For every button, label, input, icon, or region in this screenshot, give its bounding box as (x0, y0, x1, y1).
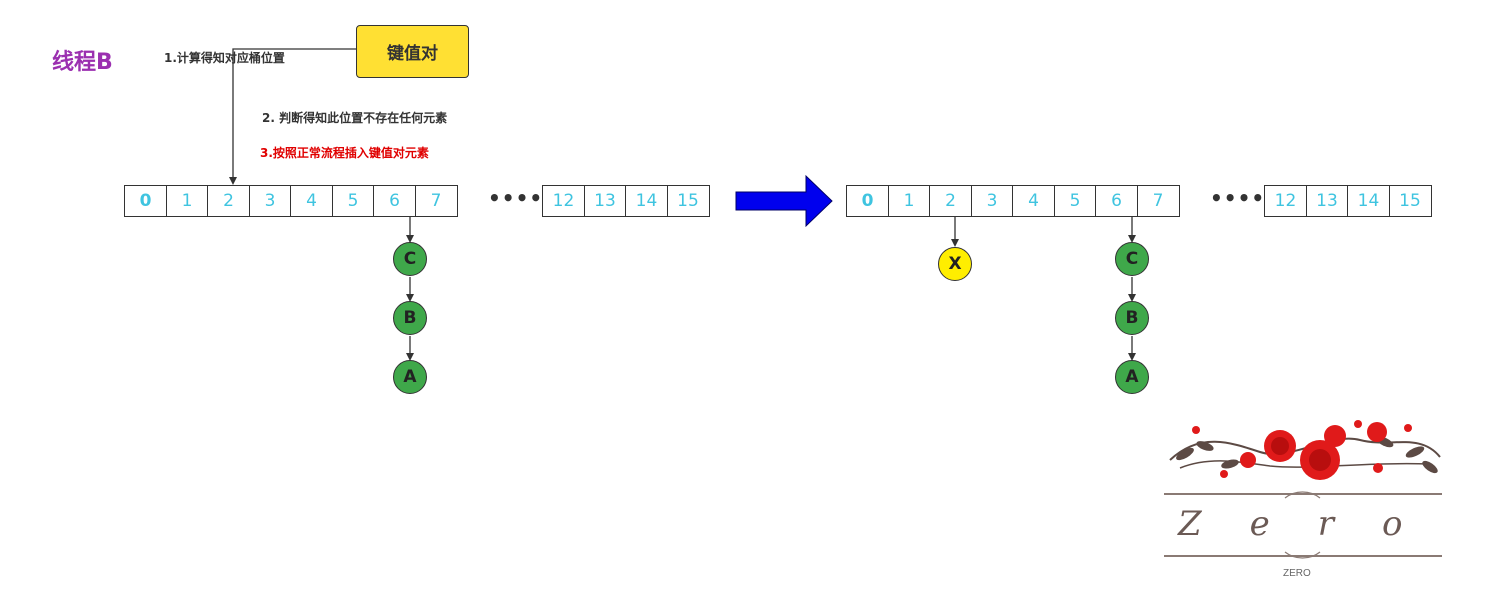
right-chain-node-a: A (1115, 360, 1149, 394)
left-chain-node-a: A (393, 360, 427, 394)
bucket-cell: 13 (1305, 185, 1349, 217)
right-bucket-array-head: 0 1 2 3 4 5 6 7 (846, 185, 1180, 217)
bucket-cell: 7 (414, 185, 458, 217)
bucket-cell: 14 (625, 185, 668, 217)
calc-bucket-arrow (229, 48, 356, 185)
thread-title: 线程B (52, 50, 113, 75)
bucket-cell: 4 (290, 185, 333, 217)
left-chain-node-b: B (393, 301, 427, 335)
bucket-cell: 2 (929, 185, 972, 217)
bucket-cell: 1 (165, 185, 209, 217)
bucket-cell: 0 (846, 185, 889, 217)
bucket-cell: 0 (124, 185, 167, 217)
bucket-cell: 5 (331, 185, 375, 217)
bucket-cell: 14 (1347, 185, 1390, 217)
right-bucket-array-tail: 12 13 14 15 (1264, 185, 1432, 217)
bucket-cell: 12 (542, 185, 585, 217)
inserted-node-x: X (938, 247, 972, 281)
bucket-cell: 12 (1264, 185, 1307, 217)
bucket-cell: 3 (970, 185, 1014, 217)
bucket-cell: 7 (1136, 185, 1180, 217)
bucket-cell: 5 (1053, 185, 1097, 217)
bucket-cell: 4 (1012, 185, 1055, 217)
zero-logo: Zero ZERO (1160, 412, 1446, 584)
transition-arrow (735, 174, 833, 228)
right-chain-node-b: B (1115, 301, 1149, 335)
bucket-cell: 15 (1388, 185, 1432, 217)
step-3-text: 3.按照正常流程插入键值对元素 (260, 146, 429, 160)
left-bucket-array-head: 0 1 2 3 4 5 6 7 (124, 185, 458, 217)
logo-main-text: Zero (1178, 504, 1451, 544)
step-2-text: 2. 判断得知此位置不存在任何元素 (262, 111, 448, 125)
bucket-cell: 3 (248, 185, 292, 217)
key-value-box: 键值对 (356, 25, 469, 78)
right-chain-node-c: C (1115, 242, 1149, 276)
left-chain-node-c: C (393, 242, 427, 276)
bucket-cell: 6 (373, 185, 416, 217)
rose-ornament-icon (1164, 420, 1442, 559)
bucket-cell: 2 (207, 185, 250, 217)
bucket-cell: 13 (583, 185, 627, 217)
step-1-text: 1.计算得知对应桶位置 (164, 51, 285, 65)
bucket-cell: 1 (887, 185, 931, 217)
logo-sub-text: ZERO (1283, 568, 1311, 579)
left-bucket-array-tail: 12 13 14 15 (542, 185, 710, 217)
bucket-cell: 6 (1095, 185, 1138, 217)
bucket-cell: 15 (666, 185, 710, 217)
